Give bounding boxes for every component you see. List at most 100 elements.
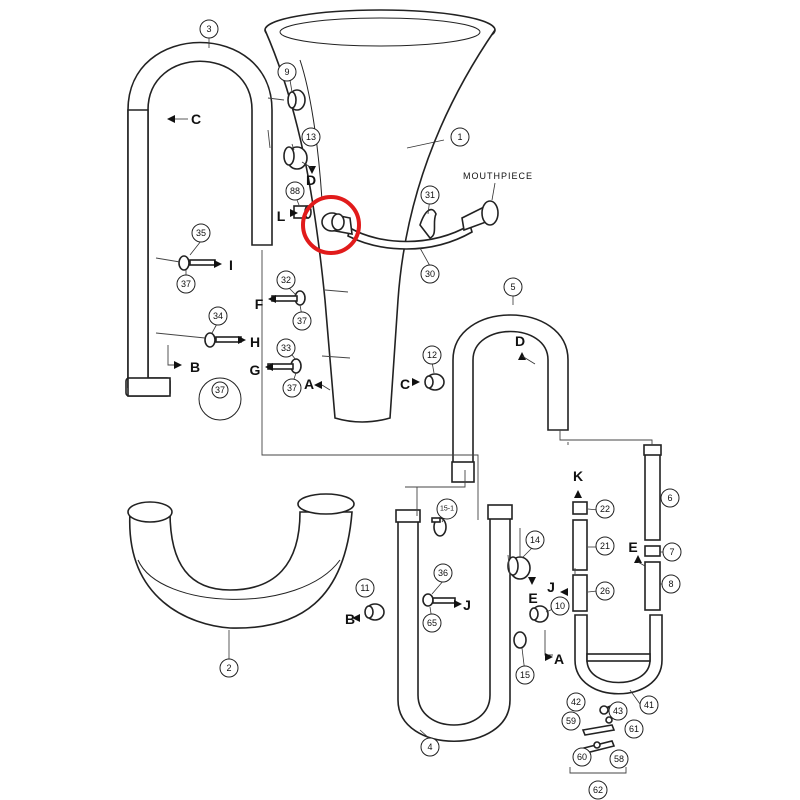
highlight-circle — [301, 195, 361, 255]
ferrule-part-7 — [644, 545, 661, 557]
svg-text:K: K — [573, 468, 583, 484]
screw-part-36 — [422, 593, 456, 607]
slide-part-41 — [574, 614, 663, 695]
svg-text:58: 58 — [614, 754, 624, 764]
callout-9: 9 — [277, 62, 297, 82]
callout-58: 58 — [609, 749, 629, 769]
callout-62: 62 — [588, 780, 608, 800]
callout-31: 31 — [420, 185, 440, 205]
svg-text:12: 12 — [427, 350, 437, 360]
callout-43: 43 — [608, 701, 628, 721]
svg-text:35: 35 — [196, 228, 206, 238]
callout-13: 13 — [301, 127, 321, 147]
callout-21: 21 — [595, 536, 615, 556]
cap-part-14 — [507, 556, 531, 580]
svg-text:21: 21 — [600, 541, 610, 551]
callout-30: 30 — [420, 264, 440, 284]
callout-7: 7 — [662, 542, 682, 562]
valve-part-highlighted — [321, 212, 345, 232]
callout-22: 22 — [595, 499, 615, 519]
svg-text:C: C — [191, 111, 201, 127]
part-59-61 — [581, 716, 616, 736]
svg-text:15-1: 15-1 — [440, 506, 454, 513]
svg-text:A: A — [304, 376, 314, 392]
callout-3: 3 — [199, 19, 219, 39]
svg-text:I: I — [229, 257, 233, 273]
tube-part-3 — [125, 41, 273, 397]
tube-part-21 — [572, 519, 588, 571]
svg-text:10: 10 — [555, 601, 565, 611]
callout-1: 1 — [450, 127, 470, 147]
svg-text:G: G — [250, 362, 261, 378]
svg-text:1: 1 — [457, 132, 462, 142]
callout-11: 11 — [355, 578, 375, 598]
svg-text:88: 88 — [290, 186, 300, 196]
callout-36: 36 — [433, 563, 453, 583]
svg-text:60: 60 — [577, 752, 587, 762]
bell-part-1 — [264, 9, 496, 423]
svg-text:30: 30 — [425, 269, 435, 279]
callout-37-detail: 37 — [198, 377, 242, 421]
callout-12: 12 — [422, 345, 442, 365]
callout-4: 4 — [420, 737, 440, 757]
callout-59: 59 — [561, 711, 581, 731]
callout-34: 34 — [208, 306, 228, 326]
screw-part-33 — [267, 358, 302, 374]
callout-5: 5 — [503, 277, 523, 297]
svg-text:3: 3 — [206, 24, 211, 34]
svg-text:65: 65 — [427, 618, 437, 628]
tube-part-4 — [395, 504, 513, 742]
svg-text:E: E — [528, 590, 537, 606]
callout-41: 41 — [639, 695, 659, 715]
bow-part-2 — [127, 493, 355, 629]
screw-part-35 — [178, 255, 216, 271]
svg-text:A: A — [554, 651, 564, 667]
cap-part-10 — [529, 605, 549, 623]
part-31-brace — [419, 208, 437, 239]
callout-2: 2 — [219, 658, 239, 678]
svg-text:E: E — [628, 539, 637, 555]
mouthpiece — [461, 200, 499, 232]
svg-text:37: 37 — [181, 279, 191, 289]
svg-text:59: 59 — [566, 716, 576, 726]
svg-text:37: 37 — [215, 385, 225, 395]
svg-text:J: J — [547, 579, 555, 595]
svg-text:61: 61 — [629, 724, 639, 734]
mouthpiece-label: MOUTHPIECE — [463, 171, 533, 181]
callout-88: 88 — [285, 181, 305, 201]
cap-part-13 — [283, 146, 308, 170]
tube-part-5 — [451, 314, 569, 483]
svg-text:B: B — [345, 611, 355, 627]
part-number-callouts: 1 2 3 4 5 6 7 8 9 10 11 12 13 14 15-1 15… — [176, 19, 682, 800]
tube-part-8 — [644, 561, 661, 611]
cap-part-15 — [513, 631, 527, 649]
callout-65: 65 — [422, 613, 442, 633]
callout-35: 35 — [191, 223, 211, 243]
svg-text:42: 42 — [571, 697, 581, 707]
callout-26: 26 — [595, 581, 615, 601]
svg-text:26: 26 — [600, 586, 610, 596]
svg-text:D: D — [306, 172, 316, 188]
cap-part-15-1 — [431, 517, 447, 537]
svg-text:36: 36 — [438, 568, 448, 578]
connection-arrows — [167, 115, 646, 661]
tube-part-22 — [572, 501, 588, 515]
svg-text:L: L — [277, 208, 286, 224]
svg-text:11: 11 — [360, 583, 369, 593]
svg-text:4: 4 — [427, 742, 432, 752]
svg-text:B: B — [190, 359, 200, 375]
svg-text:34: 34 — [213, 311, 223, 321]
svg-text:7: 7 — [669, 547, 674, 557]
callout-33: 33 — [276, 338, 296, 358]
connector-lines — [155, 97, 653, 774]
callout-14: 14 — [525, 530, 545, 550]
svg-text:41: 41 — [644, 700, 654, 710]
callout-15: 15 — [515, 665, 535, 685]
svg-text:J: J — [463, 597, 471, 613]
cap-part-11 — [364, 603, 385, 621]
callout-10: 10 — [550, 596, 570, 616]
cap-part-9 — [287, 89, 306, 111]
svg-text:43: 43 — [613, 706, 623, 716]
callout-37-c: 37 — [282, 378, 302, 398]
